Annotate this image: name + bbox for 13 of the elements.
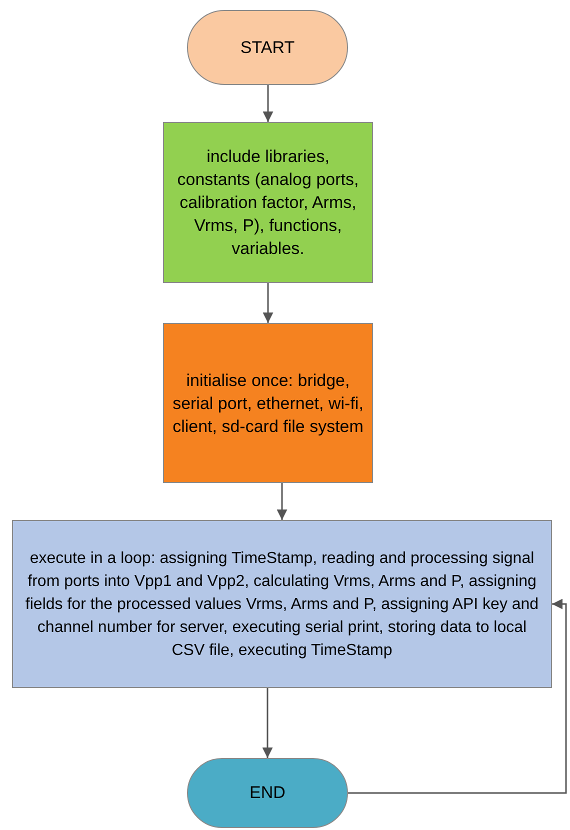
node-text: initialise once: bridge, serial port, ethernet, wi-fi, client, sd-card file system [172,370,364,438]
arrow [262,283,274,323]
arrow [262,85,274,122]
process-box [12,520,552,688]
arrow [262,688,273,758]
process-box [163,323,373,483]
node-text: include libraries, constants (analog ports, calibration factor, Arms, Vrms, P), functions, variables. [176,146,360,260]
arrow [348,598,567,794]
arrow [276,483,288,520]
node-text: START [240,36,295,59]
node-text: END [250,782,286,804]
process-box [163,122,373,283]
node-text: execute in a loop: assigning TimeStamp, reading and processing signal from ports into Vpp1 and Vpp2, calculating Vrms, Arms and P, assigning fields for the processed values Vrms, Arms and P, assigning API key and channel number for server, executing serial print, storing data to local CSV file, executing TimeStamp [24,548,540,660]
